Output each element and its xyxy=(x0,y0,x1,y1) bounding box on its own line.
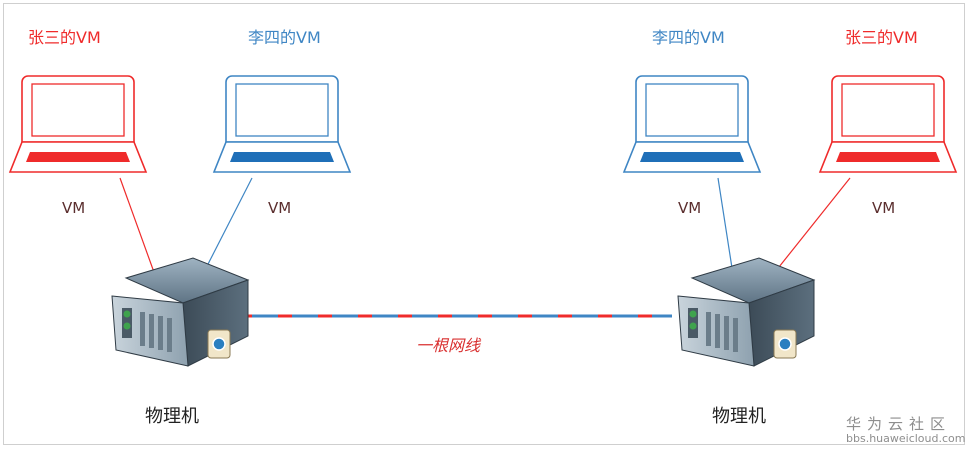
laptop-icon xyxy=(212,75,352,173)
vm-owner-label: 李四的VM xyxy=(652,28,725,47)
vm-label: VM xyxy=(678,199,702,217)
laptop-icon xyxy=(622,75,762,173)
vm-owner-label: 张三的VM xyxy=(28,28,101,47)
vm-owner-label: 李四的VM xyxy=(248,28,321,47)
laptop-icon xyxy=(818,75,958,173)
link-left-blue xyxy=(204,177,253,271)
vm-owner-label: 张三的VM xyxy=(845,28,918,47)
laptop-icon xyxy=(8,75,148,173)
vm-label: VM xyxy=(268,199,292,217)
watermark-url: bbs.huaweicloud.com xyxy=(846,432,966,445)
host-label: 物理机 xyxy=(145,406,199,427)
link-right-red xyxy=(774,177,851,273)
link-right-blue xyxy=(717,177,733,269)
watermark-title: 华为云社区 xyxy=(846,415,952,433)
server-icon xyxy=(111,257,250,367)
vm-label: VM xyxy=(62,199,86,217)
cable-label: 一根网线 xyxy=(416,336,481,355)
vm-label: VM xyxy=(872,199,896,217)
diagram-frame xyxy=(3,3,965,445)
link-left-red xyxy=(119,177,156,276)
server-icon xyxy=(677,257,816,367)
host-label: 物理机 xyxy=(712,406,766,427)
